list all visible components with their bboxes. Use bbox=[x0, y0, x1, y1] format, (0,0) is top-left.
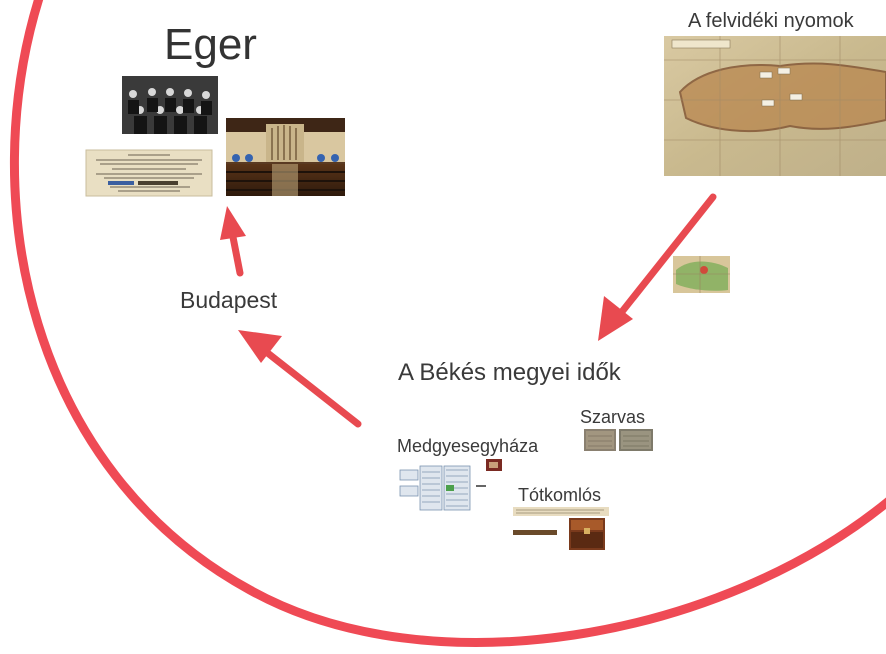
label-medgyesegyhaza[interactable]: Medgyesegyháza bbox=[397, 436, 539, 456]
historic-map[interactable] bbox=[664, 36, 886, 176]
path-circle bbox=[9, 0, 886, 647]
arrow-budapest-to-eger bbox=[220, 206, 246, 277]
title-eger[interactable]: Eger bbox=[164, 20, 257, 69]
church-interior-photo[interactable] bbox=[226, 118, 345, 196]
family-tree-chart[interactable] bbox=[397, 459, 502, 512]
family-photo[interactable] bbox=[122, 76, 218, 134]
label-bekes-megyei-idok[interactable]: A Békés megyei idők bbox=[398, 359, 621, 386]
newspaper-clipping[interactable] bbox=[85, 149, 213, 197]
label-szarvas[interactable]: Szarvas bbox=[580, 407, 646, 427]
label-felvideki-nyomok[interactable]: A felvidéki nyomok bbox=[688, 10, 854, 32]
szarvas-photos[interactable] bbox=[584, 429, 653, 451]
arrow-felvidek-to-bekes bbox=[598, 193, 717, 341]
label-totkomlos[interactable]: Tótkomlós bbox=[518, 485, 602, 505]
arrow-bekes-to-budapest bbox=[238, 330, 362, 428]
totkomlos-records[interactable] bbox=[513, 507, 609, 550]
small-region-map[interactable] bbox=[673, 256, 730, 293]
label-budapest[interactable]: Budapest bbox=[180, 287, 278, 313]
